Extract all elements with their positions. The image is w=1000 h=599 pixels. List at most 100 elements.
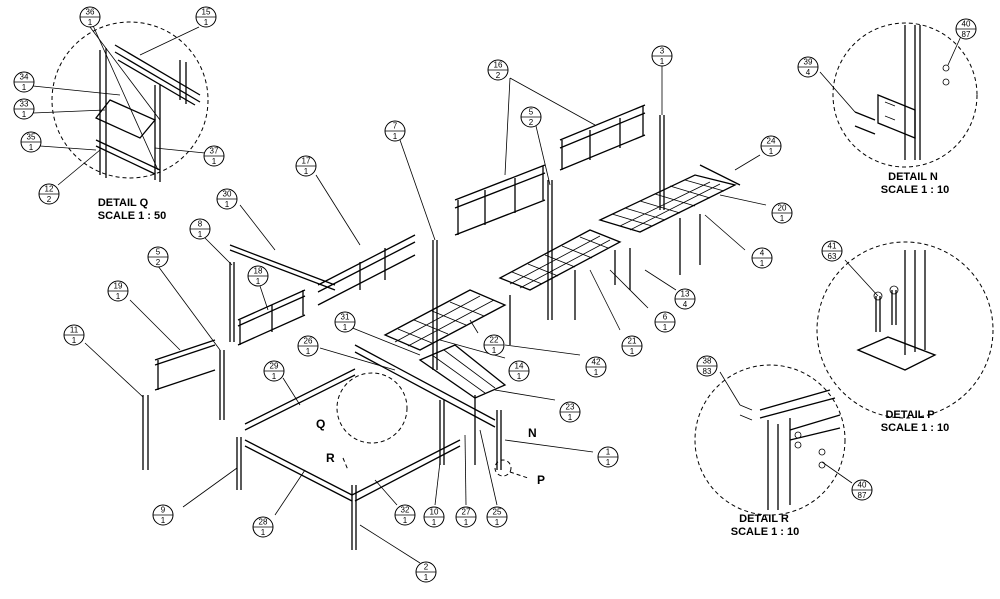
balloon-item-number: 4 bbox=[760, 249, 765, 258]
balloon-item-number: 10 bbox=[430, 508, 439, 517]
balloon-item-29: 291 bbox=[263, 360, 285, 382]
balloon-quantity: 87 bbox=[858, 491, 867, 500]
leader-lines bbox=[32, 26, 963, 564]
balloon-item-number: 6 bbox=[663, 313, 668, 322]
balloon-item-8: 81 bbox=[189, 218, 211, 240]
balloon-item-number: 23 bbox=[566, 403, 575, 412]
balloon-item-17: 171 bbox=[295, 155, 317, 177]
balloon-item-3: 31 bbox=[651, 45, 673, 67]
main-assembly bbox=[142, 104, 741, 550]
detail-r-geometry bbox=[739, 389, 841, 510]
detail-n-title: DETAIL N bbox=[888, 171, 938, 183]
balloon-quantity: 1 bbox=[594, 368, 599, 377]
balloon-item-31: 311 bbox=[334, 311, 356, 333]
balloon-item-number: 29 bbox=[270, 362, 279, 371]
balloon-quantity: 1 bbox=[769, 147, 774, 156]
balloon-item-number: 37 bbox=[210, 147, 219, 156]
balloon-item-number: 31 bbox=[341, 313, 350, 322]
balloon-item-number: 22 bbox=[490, 336, 499, 345]
balloon-item-number: 5 bbox=[529, 108, 534, 117]
balloon-quantity: 1 bbox=[517, 372, 522, 381]
balloon-item-number: 40 bbox=[962, 20, 971, 29]
balloon-quantity: 1 bbox=[22, 83, 27, 92]
balloon-item-number: 5 bbox=[156, 248, 161, 257]
balloon-item-2: 21 bbox=[415, 561, 437, 583]
balloon-quantity: 1 bbox=[304, 167, 309, 176]
callout-r-tag: R bbox=[326, 451, 335, 465]
balloon-quantity: 1 bbox=[568, 413, 573, 422]
balloon-item-number: 12 bbox=[45, 185, 54, 194]
balloon-item-9: 91 bbox=[152, 504, 174, 526]
detail-n-scale: SCALE 1 : 10 bbox=[881, 184, 949, 196]
detail-p-scale: SCALE 1 : 10 bbox=[881, 422, 949, 434]
balloon-quantity: 1 bbox=[272, 372, 277, 381]
balloon-item-number: 38 bbox=[703, 357, 712, 366]
balloon-item-number: 33 bbox=[20, 100, 29, 109]
detail-q-circle bbox=[51, 21, 209, 179]
balloon-item-20: 201 bbox=[771, 202, 793, 224]
balloon-item-23: 231 bbox=[559, 401, 581, 423]
detail-r-scale: SCALE 1 : 10 bbox=[731, 526, 799, 538]
balloon-item-number: 7 bbox=[393, 122, 398, 131]
detail-p-circle bbox=[816, 241, 994, 419]
callout-p-tag: P bbox=[537, 473, 545, 487]
balloon-quantity: 1 bbox=[212, 157, 217, 166]
balloon-quantity: 1 bbox=[306, 347, 311, 356]
balloon-quantity: 2 bbox=[496, 71, 501, 80]
detail-r-circle bbox=[694, 364, 846, 516]
balloon-quantity: 1 bbox=[663, 323, 668, 332]
balloon-item-25: 251 bbox=[486, 506, 508, 528]
balloon-item-number: 35 bbox=[27, 133, 36, 142]
balloon-quantity: 1 bbox=[22, 110, 27, 119]
callout-q-circle bbox=[336, 372, 408, 444]
balloon-item-21: 211 bbox=[621, 335, 643, 357]
balloon-item-5: 52 bbox=[147, 246, 169, 268]
balloon-quantity: 1 bbox=[464, 518, 469, 527]
balloon-item-11: 111 bbox=[63, 324, 85, 346]
balloon-item-37: 371 bbox=[203, 145, 225, 167]
callout-q-tag: Q bbox=[316, 417, 325, 431]
balloon-item-27: 271 bbox=[455, 506, 477, 528]
balloon-item-10: 101 bbox=[423, 506, 445, 528]
balloon-quantity: 1 bbox=[116, 292, 121, 301]
balloon-item-number: 42 bbox=[592, 358, 601, 367]
balloon-item-number: 9 bbox=[161, 506, 166, 515]
balloon-quantity: 83 bbox=[703, 367, 712, 376]
callout-p-leader bbox=[509, 471, 529, 479]
balloon-item-number: 32 bbox=[401, 506, 410, 515]
detail-n-geometry bbox=[854, 25, 950, 160]
detail-q-title: DETAIL Q bbox=[98, 197, 149, 209]
balloon-item-28: 281 bbox=[252, 516, 274, 538]
balloon-quantity: 1 bbox=[161, 516, 166, 525]
balloon-quantity: 1 bbox=[343, 323, 348, 332]
balloon-item-number: 30 bbox=[223, 190, 232, 199]
balloon-item-number: 3 bbox=[660, 47, 665, 56]
balloon-item-number: 16 bbox=[494, 61, 503, 70]
balloon-item-number: 24 bbox=[767, 137, 776, 146]
detail-n-circle bbox=[832, 22, 978, 168]
balloon-quantity: 1 bbox=[495, 518, 500, 527]
balloon-item-32: 321 bbox=[394, 504, 416, 526]
balloon-item-30: 301 bbox=[216, 188, 238, 210]
balloon-item-36: 361 bbox=[79, 6, 101, 28]
balloon-quantity: 1 bbox=[88, 18, 93, 27]
balloon-item-number: 41 bbox=[828, 242, 837, 251]
balloon-item-number: 18 bbox=[254, 267, 263, 276]
balloon-item-number: 8 bbox=[198, 220, 203, 229]
balloon-item-number: 39 bbox=[804, 58, 813, 67]
balloon-item-number: 11 bbox=[70, 326, 79, 335]
balloon-quantity: 1 bbox=[780, 214, 785, 223]
balloon-quantity: 2 bbox=[47, 195, 52, 204]
balloon-item-18: 181 bbox=[247, 265, 269, 287]
balloon-item-number: 28 bbox=[259, 518, 268, 527]
detail-p-title: DETAIL P bbox=[885, 409, 934, 421]
balloon-quantity: 4 bbox=[683, 300, 688, 309]
balloon-quantity: 4 bbox=[806, 68, 811, 77]
balloon-quantity: 63 bbox=[828, 252, 837, 261]
balloon-item-number: 2 bbox=[424, 563, 429, 572]
balloon-quantity: 1 bbox=[261, 528, 266, 537]
callout-r-leader bbox=[342, 457, 349, 471]
balloon-item-35: 351 bbox=[20, 131, 42, 153]
balloon-item-number: 1 bbox=[606, 448, 611, 457]
